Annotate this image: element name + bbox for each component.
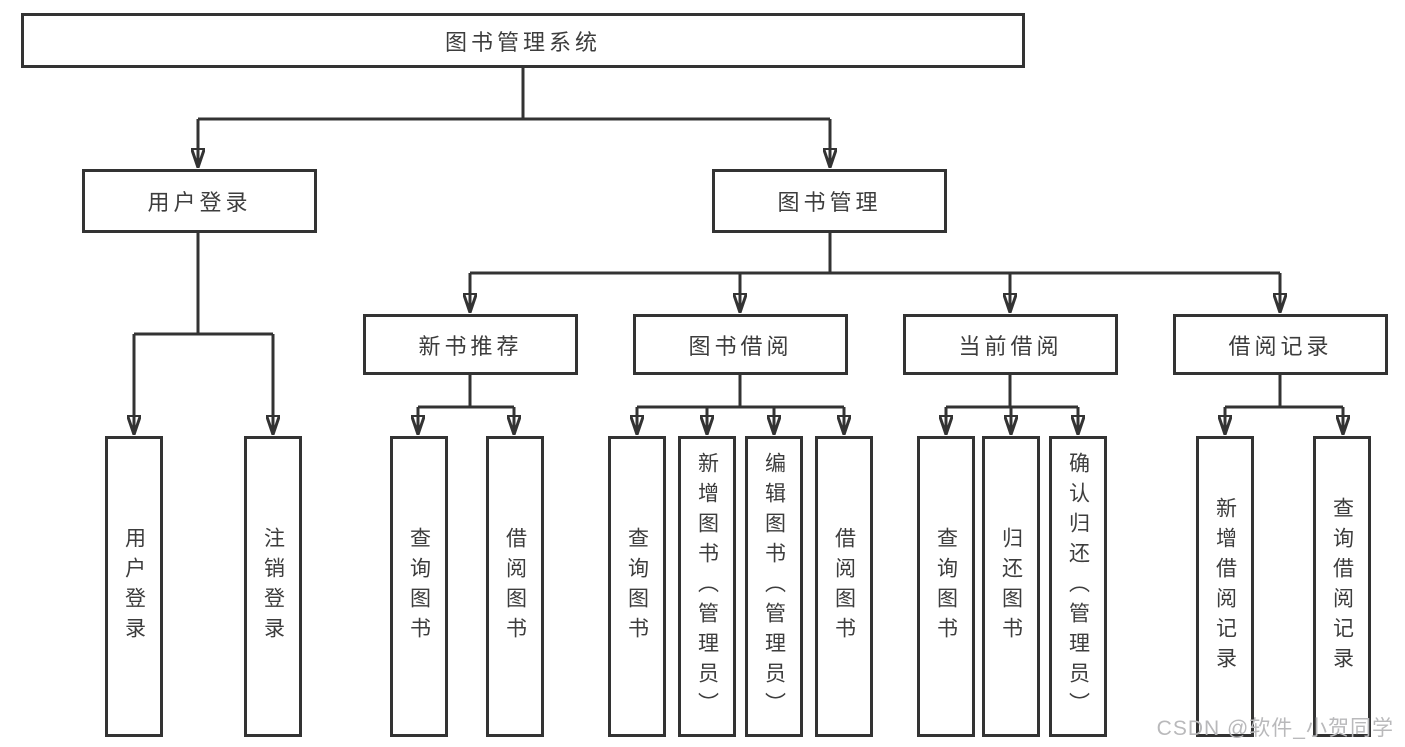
connector-root-to-level2: [198, 68, 830, 121]
csdn-watermark: CSDN @软件_小贺同学: [1156, 717, 1394, 740]
leaf-logout: 注销登录: [244, 436, 302, 737]
leaf-borrow-books-1: 借阅图书: [486, 436, 544, 737]
leaf-query-books-2: 查询图书: [608, 436, 666, 737]
node-library-management-system: 图书管理系统: [21, 13, 1025, 68]
connector-new-book-recommend-children: [418, 375, 514, 409]
leaf-query-borrow-record: 查询借阅记录: [1313, 436, 1371, 737]
node-user-login: 用户登录: [82, 169, 317, 233]
node-current-borrow: 当前借阅: [903, 314, 1118, 375]
leaf-add-borrow-record: 新增借阅记录: [1196, 436, 1254, 737]
node-book-management: 图书管理: [712, 169, 947, 233]
connector-current-borrow-children: [946, 375, 1078, 409]
connector-borrow-records-children: [1225, 375, 1343, 409]
node-book-borrow: 图书借阅: [633, 314, 848, 375]
leaf-edit-book-admin: 编辑图书（管理员）: [745, 436, 803, 737]
connector-book-borrow-children: [637, 375, 844, 409]
leaf-confirm-return-admin: 确认归还（管理员）: [1049, 436, 1107, 737]
connector-book-management-children: [470, 233, 1280, 275]
leaf-user-login: 用户登录: [105, 436, 163, 737]
node-new-book-recommend: 新书推荐: [363, 314, 578, 375]
leaf-borrow-books-2: 借阅图书: [815, 436, 873, 737]
leaf-query-books-1: 查询图书: [390, 436, 448, 737]
leaf-return-book: 归还图书: [982, 436, 1040, 737]
node-borrow-records: 借阅记录: [1173, 314, 1388, 375]
leaf-add-book-admin: 新增图书（管理员）: [678, 436, 736, 737]
connector-user-login-children: [134, 233, 273, 336]
leaf-query-books-3: 查询图书: [917, 436, 975, 737]
